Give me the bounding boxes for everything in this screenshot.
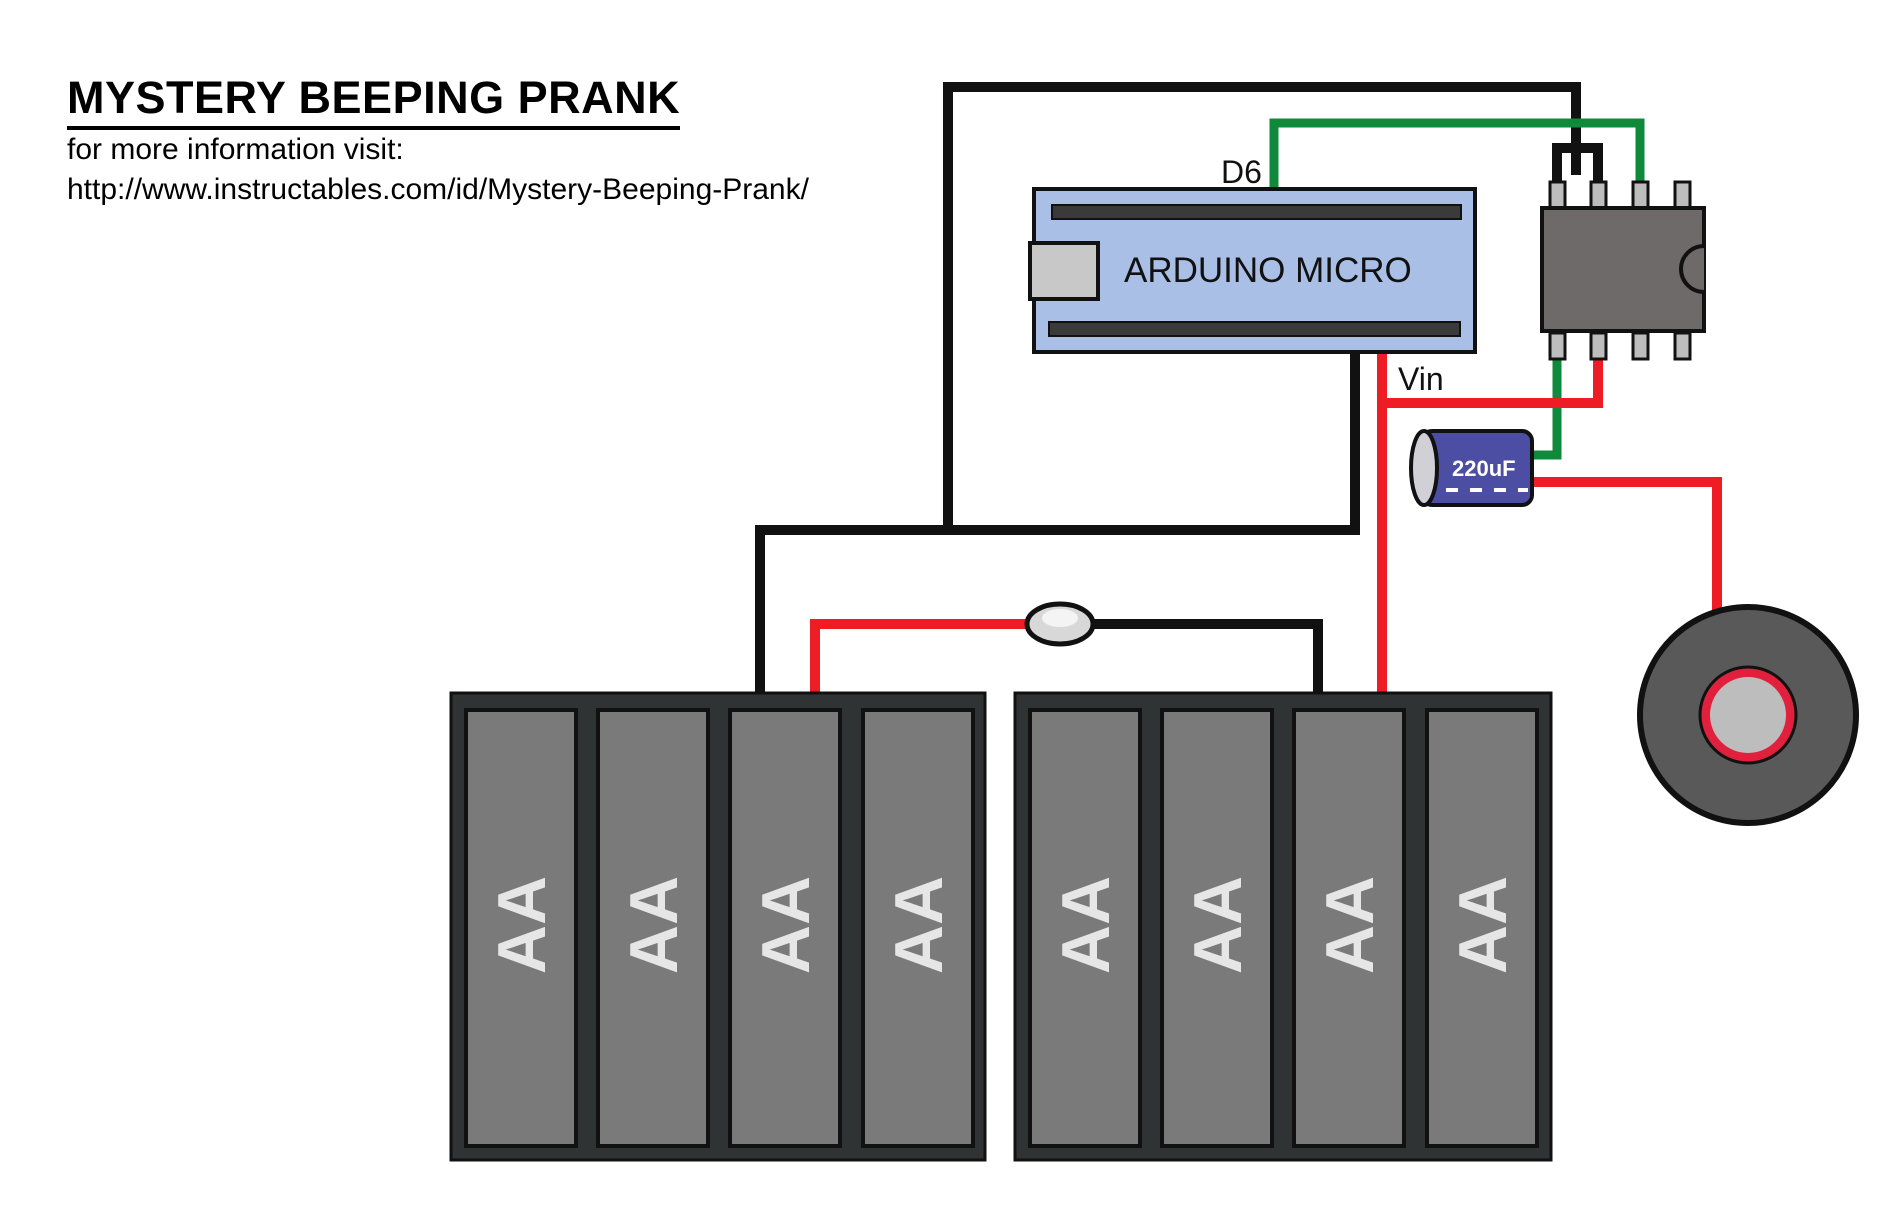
chip-pins-top — [1548, 180, 1692, 210]
black-wire-chip-bridge — [1552, 143, 1603, 192]
usb-connector — [1028, 241, 1100, 301]
arduino-header-top — [1051, 204, 1462, 220]
chip-notch — [1679, 244, 1705, 294]
battery-cell-label: AA — [1445, 876, 1521, 974]
arduino-micro: ARDUINO MICRO D6 Vin — [1028, 154, 1477, 397]
red-wire-capacitor-to-buzzer — [1525, 477, 1722, 610]
battery-pack-2: AA AA AA AA — [1013, 691, 1553, 1162]
switch — [1024, 601, 1096, 647]
black-wire-switch-to-pack — [1087, 619, 1323, 695]
pin-label-d6: D6 — [1221, 154, 1262, 190]
diagram-title: MYSTERY BEEPING PRANK — [67, 72, 681, 130]
battery-cell-label: AA — [484, 876, 560, 974]
battery-pack-1: AA AA AA AA — [449, 691, 987, 1162]
battery-cell-label: AA — [748, 876, 824, 974]
black-wire-ground-loop — [943, 82, 1581, 535]
battery-cell-label: AA — [616, 876, 692, 974]
pin-label-vin: Vin — [1398, 361, 1444, 397]
red-wire-vin-to-chip — [1377, 350, 1603, 408]
arduino-label: ARDUINO MICRO — [1124, 251, 1412, 290]
piezo-buzzer — [1637, 604, 1859, 826]
chip-pins-bottom — [1548, 331, 1692, 361]
info-line: for more information visit: — [67, 133, 404, 166]
chip-body — [1540, 206, 1706, 333]
battery-cell-label: AA — [1048, 876, 1124, 974]
green-wires — [1269, 118, 1645, 460]
info-url: http://www.instructables.com/id/Mystery-… — [67, 173, 809, 206]
battery-cell-label: AA — [1312, 876, 1388, 974]
red-wire-pack-to-switch — [810, 619, 1033, 695]
battery-cell-label: AA — [1180, 876, 1256, 974]
ic-chip — [1540, 180, 1706, 361]
header: MYSTERY BEEPING PRANK for more informati… — [67, 72, 809, 210]
green-wire-d6-to-chip — [1269, 118, 1645, 192]
capacitor-label: 220uF — [1452, 456, 1516, 481]
black-wires — [755, 82, 1603, 695]
green-wire-chip-to-capacitor — [1525, 350, 1562, 460]
arduino-header-bottom — [1048, 321, 1461, 337]
black-wire-battery-ground — [755, 525, 953, 695]
capacitor: 220uF — [1409, 429, 1534, 507]
red-wires — [810, 350, 1722, 695]
battery-cell-label: AA — [881, 876, 957, 974]
